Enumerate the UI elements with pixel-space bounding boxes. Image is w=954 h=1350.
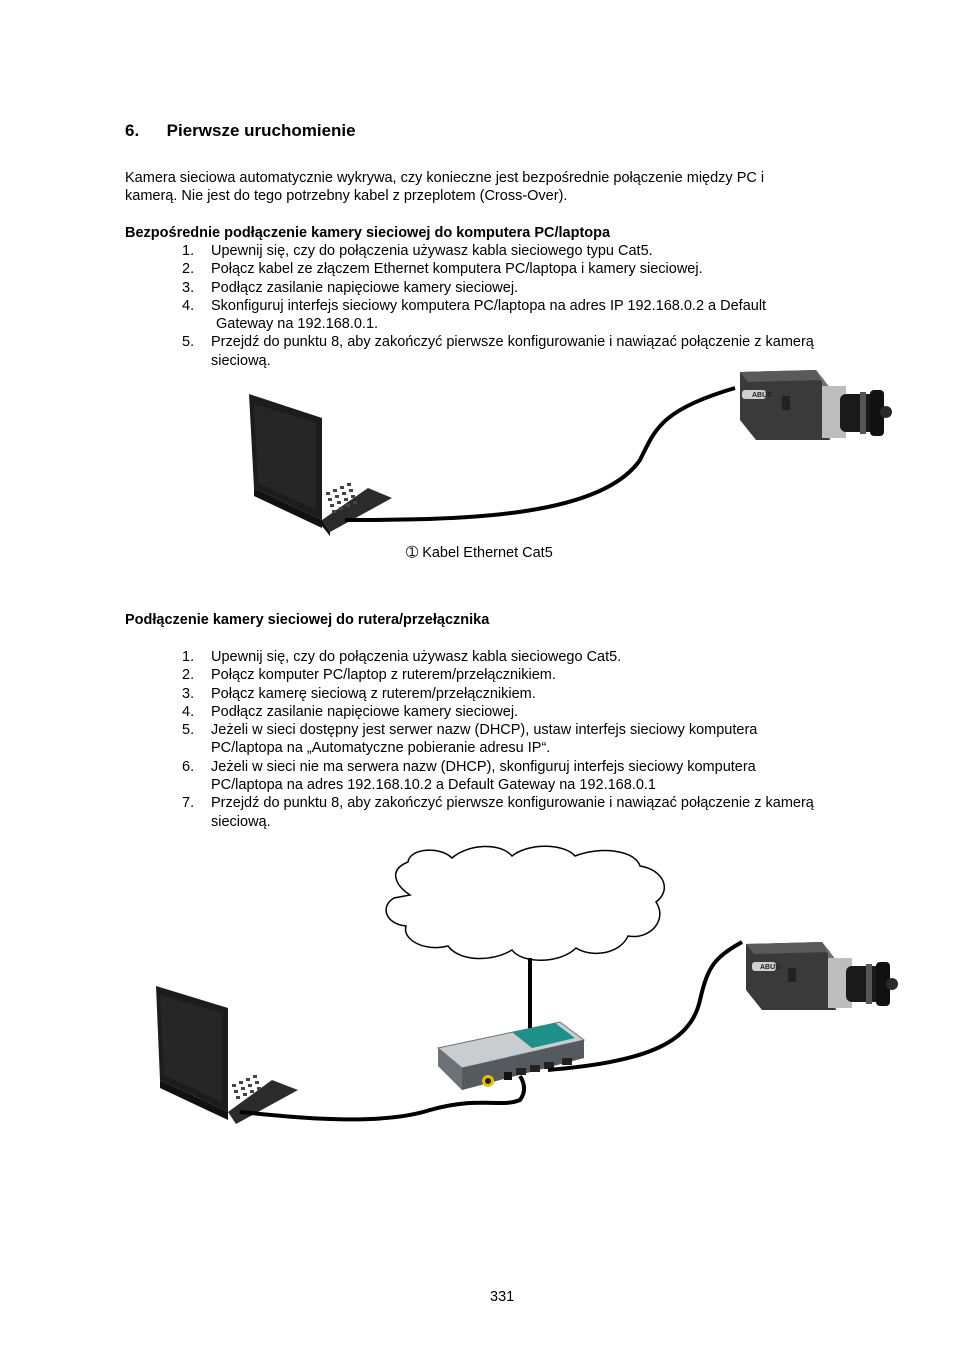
- section-heading: 6. Pierwsze uruchomienie: [125, 121, 356, 141]
- list-item: 3.Podłącz zasilanie napięciowe kamery si…: [182, 279, 519, 296]
- camera-icon: [740, 370, 892, 440]
- list-item: 7.Przejdź do punktu 8, aby zakończyć pie…: [182, 795, 814, 830]
- list-item: 2.Połącz komputer PC/laptop z ruterem/pr…: [182, 667, 556, 684]
- router-icon: [436, 1021, 586, 1090]
- direct-steps: 1.Upewnij się, czy do połączenia używasz…: [182, 242, 814, 370]
- list-item: 6.Jeżeli w sieci nie ma serwera nazw (DH…: [182, 758, 756, 794]
- laptop-icon: [249, 394, 392, 536]
- camera-logo: ABUS: [760, 964, 780, 971]
- section-title: Pierwsze uruchomienie: [166, 121, 356, 140]
- camera-cable: [547, 940, 743, 1072]
- router-steps: 1.Upewnij się, czy do połączenia używasz…: [182, 648, 814, 831]
- laptop-icon: [156, 986, 298, 1124]
- page-number: 331: [490, 1289, 515, 1305]
- camera-icon: [746, 942, 898, 1010]
- list-item: 4.Podłącz zasilanie napięciowe kamery si…: [182, 703, 519, 720]
- ethernet-cable: [344, 386, 736, 522]
- caption-marker: ➀: [406, 545, 419, 561]
- caption-text: Kabel Ethernet Cat5: [422, 545, 553, 561]
- list-item: 1.Upewnij się, czy do połączenia używasz…: [182, 243, 653, 259]
- list-item: 2.Połącz kabel ze złączem Ethernet kompu…: [182, 261, 703, 278]
- cable-caption: ➀ Kabel Ethernet Cat5: [406, 545, 553, 561]
- intro-line-1: Kamera sieciowa automatycznie wykrywa, c…: [125, 170, 765, 186]
- direct-connection-diagram: ABUS: [249, 370, 892, 536]
- router-connection-diagram: ABUS: [156, 845, 898, 1124]
- list-item: 5.Jeżeli w sieci dostępny jest serwer na…: [182, 722, 758, 757]
- camera-logo: ABUS: [752, 392, 772, 399]
- list-item: 1.Upewnij się, czy do połączenia używasz…: [182, 649, 622, 665]
- list-item: 3.Połącz kamerę sieciową z ruterem/przeł…: [182, 685, 536, 702]
- section-number: 6.: [125, 121, 140, 140]
- list-item: 5.Przejdź do punktu 8, aby zakończyć pie…: [182, 334, 814, 369]
- direct-heading: Bezpośrednie podłączenie kamery sieciowe…: [125, 225, 611, 241]
- list-item: 4.Skonfiguruj interfejs sieciowy kompute…: [182, 297, 767, 333]
- router-heading: Podłączenie kamery sieciowej do rutera/p…: [125, 612, 490, 628]
- network-cloud-icon: [385, 845, 666, 961]
- intro-paragraph: Kamera sieciowa automatycznie wykrywa, c…: [125, 169, 764, 205]
- intro-line-2: kamerą. Nie jest do tego potrzebny kabel…: [125, 188, 568, 204]
- laptop-cable: [239, 1074, 527, 1122]
